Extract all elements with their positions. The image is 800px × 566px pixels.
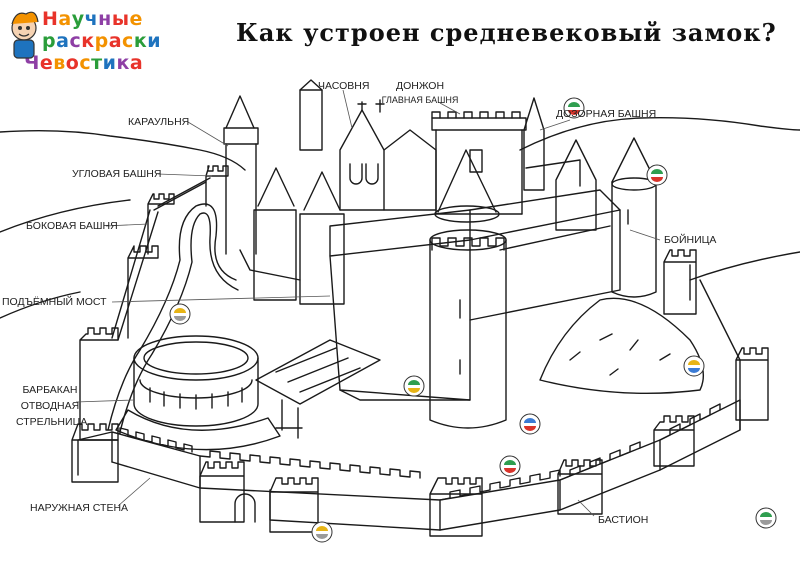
logo-letter: и bbox=[102, 52, 117, 74]
logo-letter: н bbox=[98, 8, 112, 30]
label-barbakan: БАРБАКАН bbox=[22, 384, 78, 396]
rock-mound bbox=[539, 297, 704, 395]
logo-letter: к bbox=[133, 30, 148, 52]
road-2 bbox=[119, 212, 239, 433]
logo-line-1: Научные bbox=[42, 8, 143, 30]
hint-badges bbox=[169, 97, 777, 543]
hill-left-low bbox=[0, 199, 131, 233]
inner-wall bbox=[525, 159, 581, 187]
mascot-icon bbox=[11, 11, 39, 59]
hill-left bbox=[0, 129, 246, 171]
logo-letter: е bbox=[39, 52, 54, 74]
logo-letter: а bbox=[129, 52, 144, 74]
leader-donzhon bbox=[439, 102, 461, 115]
page-title: Как устроен средневековый замок? bbox=[236, 18, 777, 47]
logo-letter: с bbox=[69, 30, 82, 52]
leader-dozornaya bbox=[539, 119, 571, 131]
badge-icon bbox=[519, 413, 541, 435]
logo-text-2: раскраски bbox=[42, 30, 161, 52]
label-strelnitsa: СТРЕЛЬНИЦА bbox=[16, 416, 88, 428]
logo-letter: и bbox=[147, 30, 162, 52]
badge-icon bbox=[169, 303, 191, 325]
donjon bbox=[431, 111, 527, 215]
logo-letter: к bbox=[116, 52, 130, 74]
leader-barbakan bbox=[75, 399, 135, 403]
label-bastion: БАСТИОН bbox=[598, 514, 649, 526]
logo-line-2: раскраски bbox=[42, 30, 161, 52]
logo-letter: ч bbox=[84, 8, 99, 30]
leader-karaulnya bbox=[187, 121, 229, 147]
logo-letter: е bbox=[129, 8, 143, 30]
left-towers bbox=[223, 95, 345, 305]
leader-bastion bbox=[577, 499, 595, 517]
logo: Научные раскраски Чевостика bbox=[6, 6, 186, 82]
label-boynitsa: БОЙНИЦА bbox=[664, 234, 717, 246]
label-dozornaya: ДОЗОРНАЯ БАШНЯ bbox=[556, 108, 657, 120]
logo-letter: в bbox=[53, 52, 66, 74]
leader-bokovaya bbox=[105, 223, 149, 227]
hill-right-low bbox=[689, 251, 800, 281]
badge-icon bbox=[563, 97, 585, 119]
label-glavnaya: ГЛАВНАЯ БАШНЯ bbox=[381, 95, 459, 105]
right-towers bbox=[523, 97, 657, 298]
front-tower bbox=[429, 149, 507, 429]
outer-towers bbox=[71, 249, 769, 537]
label-karaulnya: КАРАУЛЬНЯ bbox=[128, 116, 190, 128]
logo-letter: с bbox=[122, 30, 134, 52]
hill-right bbox=[519, 116, 800, 151]
leader-naruzhnaya bbox=[117, 477, 151, 507]
leader-most bbox=[111, 295, 331, 303]
badge-icon bbox=[683, 355, 705, 377]
logo-letter: р bbox=[94, 30, 109, 52]
leader-chasovnya bbox=[342, 89, 353, 129]
drawbridge bbox=[255, 339, 381, 439]
leader-boynitsa bbox=[629, 229, 661, 241]
label-most: ПОДЪЁМНЫЙ МОСТ bbox=[2, 296, 107, 308]
logo-text-1: Научные bbox=[42, 8, 143, 30]
badge-icon bbox=[755, 507, 777, 529]
label-bokovaya: БОКОВАЯ БАШНЯ bbox=[26, 220, 118, 232]
label-donzhon: ДОНЖОН bbox=[395, 80, 445, 92]
badge-icon bbox=[646, 164, 668, 186]
chapel bbox=[299, 79, 437, 211]
barbican bbox=[115, 335, 281, 451]
logo-letter: у bbox=[71, 8, 85, 30]
badge-icon bbox=[499, 455, 521, 477]
logo-letter: а bbox=[58, 8, 72, 30]
logo-letter: а bbox=[108, 30, 123, 52]
logo-letter: Н bbox=[42, 8, 59, 30]
label-naruzhnaya: НАРУЖНАЯ СТЕНА bbox=[30, 502, 129, 514]
logo-letter: р bbox=[42, 30, 57, 52]
label-chasovnya: ЧАСОВНЯ bbox=[318, 80, 370, 92]
logo-letter: к bbox=[81, 30, 95, 52]
logo-letter: о bbox=[65, 52, 80, 74]
logo-letter: а bbox=[56, 30, 70, 52]
badge-icon bbox=[403, 375, 425, 397]
badge-icon bbox=[311, 521, 333, 543]
logo-letter: т bbox=[91, 52, 103, 74]
left-walls bbox=[79, 165, 229, 441]
hill-left-bottom bbox=[0, 291, 81, 319]
logo-letter: с bbox=[79, 52, 92, 74]
label-uglovaya: УГЛОВАЯ БАШНЯ bbox=[72, 168, 162, 180]
leader-lines bbox=[75, 89, 661, 517]
label-otvodnaya: ОТВОДНАЯ bbox=[20, 400, 80, 412]
leader-uglovaya bbox=[157, 173, 213, 177]
road-1 bbox=[107, 203, 237, 431]
rock-texture bbox=[569, 333, 671, 376]
logo-letter: ы bbox=[111, 8, 130, 30]
